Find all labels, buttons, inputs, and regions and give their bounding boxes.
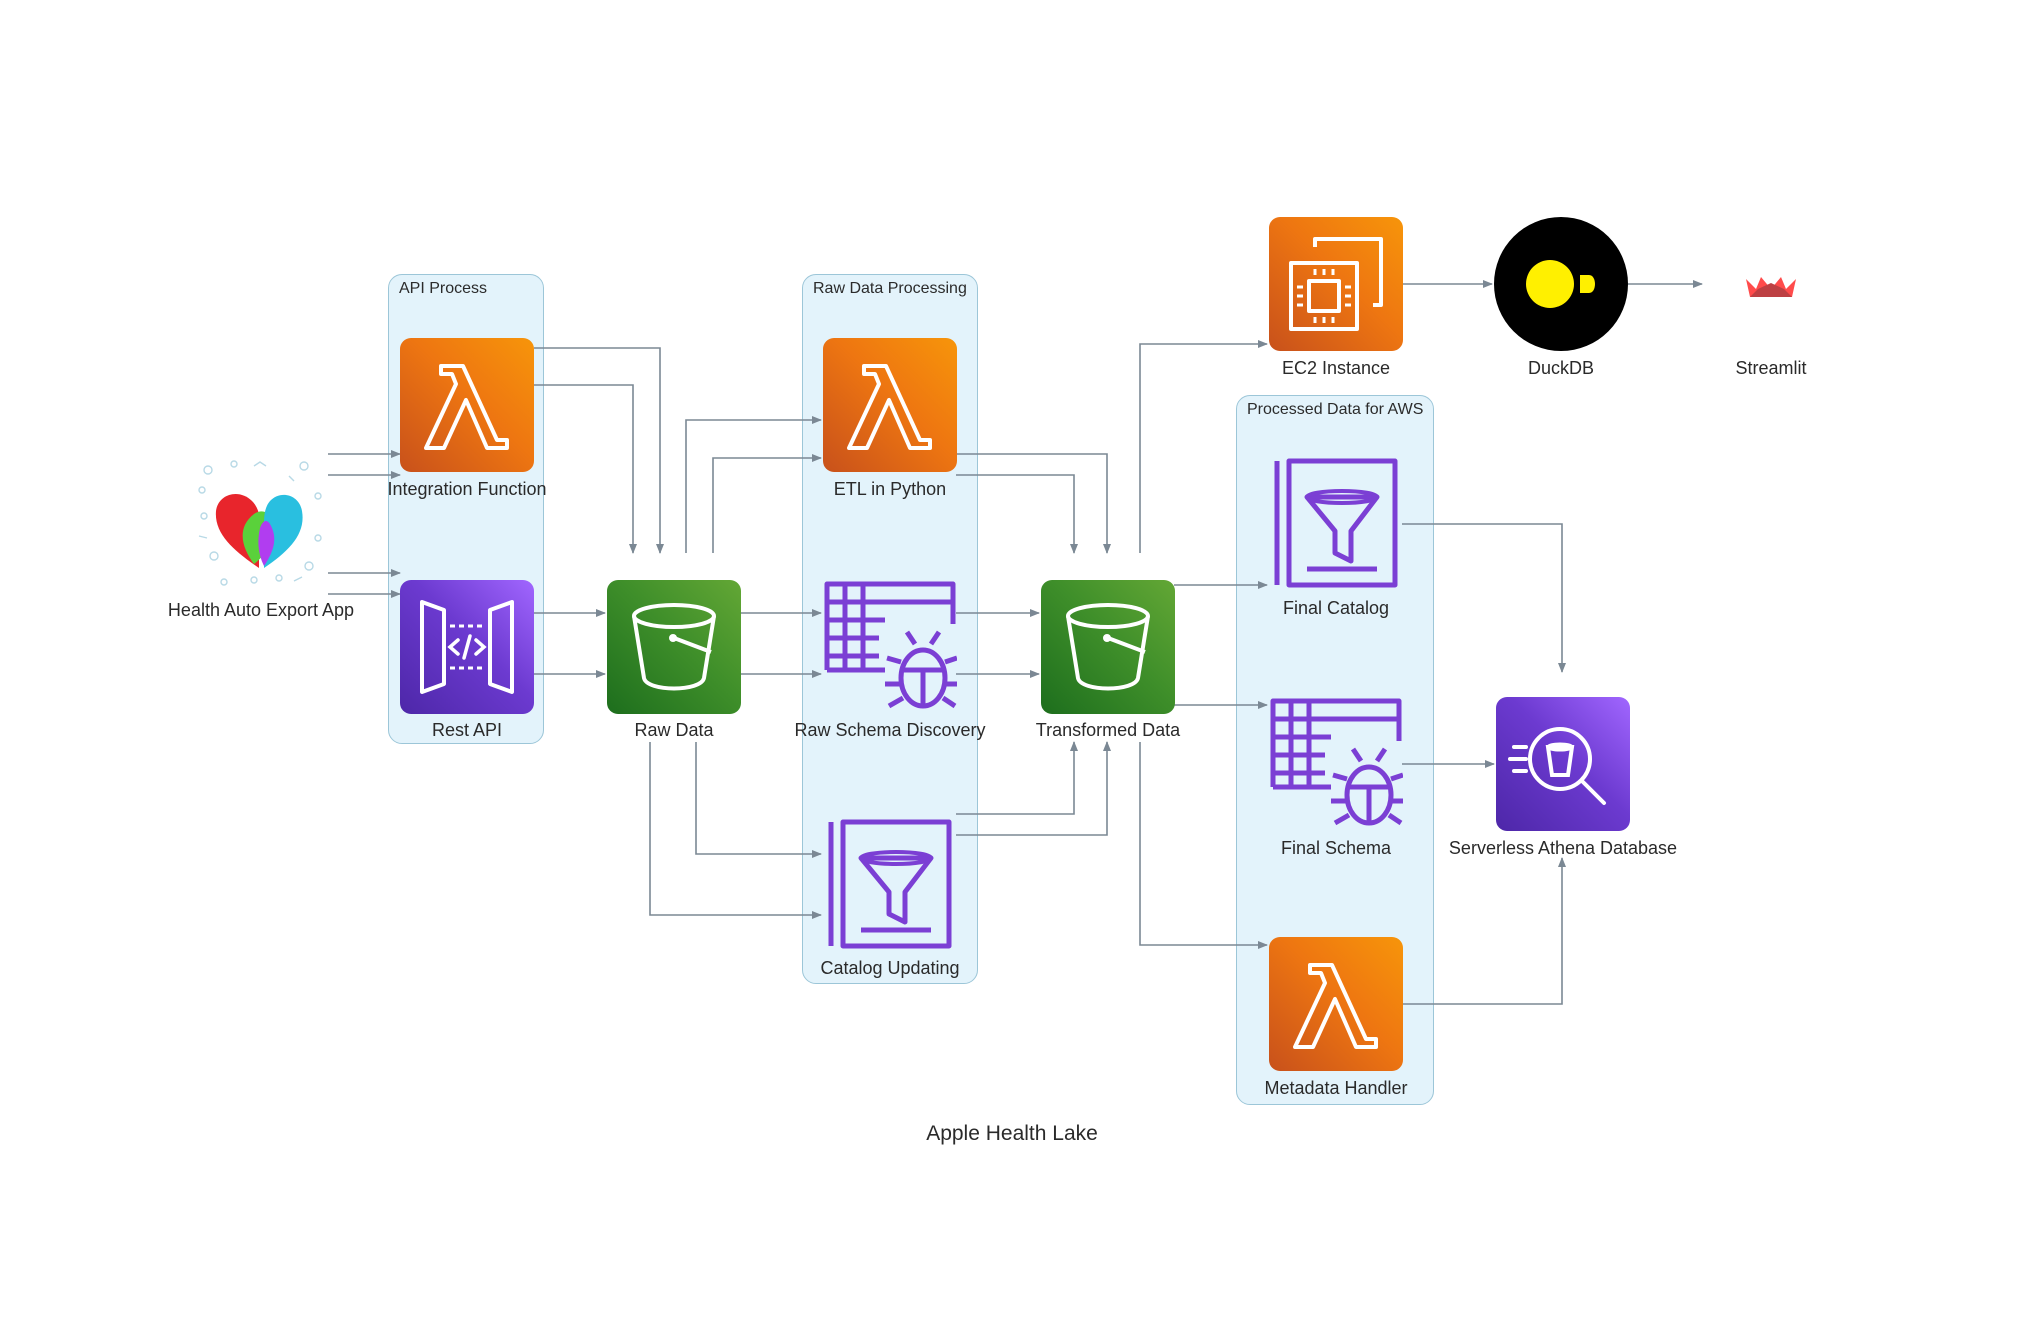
lambda-icon [424,364,509,450]
edge [956,453,1111,554]
edge [956,741,1078,815]
edge [685,416,822,553]
duckdb-logo-icon [1494,217,1628,351]
raw-data-node[interactable] [607,580,741,714]
cluster-label: Raw Data Processing [813,280,967,297]
node-label-metadata-handler: Metadata Handler [1264,1078,1408,1098]
streamlit-logo-icon [1746,277,1796,297]
final-catalog-node[interactable] [1269,457,1403,591]
edge [712,454,822,553]
final-schema-node[interactable] [1269,697,1403,831]
node-label-ec2: EC2 Instance [1281,358,1391,378]
edge [695,742,822,858]
edge [1402,857,1566,1005]
streamlit-node[interactable] [1704,217,1838,351]
athena-database-node[interactable] [1496,697,1630,831]
api-gateway-icon [420,600,514,694]
edge [1402,523,1566,673]
node-label-athena: Serverless Athena Database [1448,838,1678,858]
node-label-raw-data: Raw Data [634,720,714,740]
raw-schema-discovery-node[interactable] [823,580,957,714]
node-label-health-app: Health Auto Export App [167,600,355,620]
glue-crawler-icon [824,581,957,709]
glue-data-catalog-icon [828,819,952,949]
transformed-data-node[interactable] [1041,580,1175,714]
node-label-etl: ETL in Python [833,479,947,499]
metadata-handler-node[interactable] [1269,937,1403,1071]
glue-crawler-icon [1270,698,1403,826]
edge [649,742,822,919]
duckdb-node[interactable] [1494,217,1628,351]
edge [956,741,1111,836]
rest-api-node[interactable] [400,580,534,714]
edge [1139,340,1268,553]
edge [956,474,1078,554]
s3-bucket-icon [632,603,716,691]
node-label-transformed: Transformed Data [1035,720,1181,740]
edge [534,384,637,554]
health-app-logo-icon [198,460,322,586]
diagram-title: Apple Health Lake [926,1122,1098,1145]
node-label-integration-function: Integration Function [387,479,547,499]
s3-bucket-icon [1066,603,1150,691]
node-label-duckdb: DuckDB [1527,358,1595,378]
cluster-label: Processed Data for AWS [1247,401,1424,418]
cluster-label: API Process [399,280,488,297]
athena-icon [1508,727,1606,805]
catalog-updating-node[interactable] [823,818,957,952]
etl-python-node[interactable] [823,338,957,472]
edge [534,347,664,554]
edge [1139,742,1268,949]
node-label-final-catalog: Final Catalog [1282,598,1390,618]
glue-data-catalog-icon [1274,458,1398,588]
node-label-final-schema: Final Schema [1280,838,1392,858]
ec2-instance-node[interactable] [1269,217,1403,351]
health-app-node[interactable] [194,456,328,590]
integration-function-node[interactable] [400,338,534,472]
node-label-raw-schema: Raw Schema Discovery [794,720,986,740]
node-label-catalog-updating: Catalog Updating [820,958,960,978]
node-label-rest-api: Rest API [431,720,503,740]
node-label-streamlit: Streamlit [1735,358,1807,378]
lambda-icon [847,364,932,450]
lambda-icon [1293,963,1378,1049]
ec2-chip-icon [1289,237,1383,331]
